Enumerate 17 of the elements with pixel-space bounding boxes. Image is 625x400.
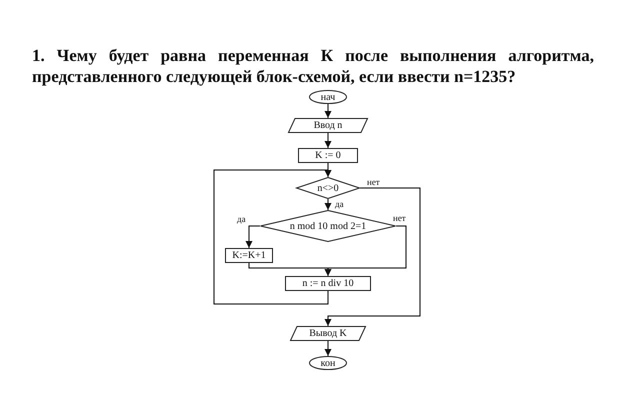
end-oval: кон: [309, 356, 347, 370]
decision-diamond: n<>0: [296, 177, 360, 199]
flow-arrow: [324, 340, 332, 356]
flow-arrow: [324, 198, 332, 210]
flow-arrow: [324, 188, 420, 326]
input-parallelogram: Ввод n: [288, 118, 368, 133]
output-parallelogram: Вывод K: [290, 326, 366, 341]
flow-arrow: [246, 226, 260, 248]
question-text: 1. Чему будет равна переменная К после выполнения алгоритма, представленного следующей блок-схемой, если ввести n=1235?: [32, 45, 594, 87]
start-oval: нач: [309, 90, 347, 104]
process-box: n := n div 10: [285, 276, 371, 291]
flow-arrow: [324, 104, 332, 118]
flow-arrow: [248, 262, 332, 276]
loop-arrow: [214, 170, 332, 304]
process-box: K:=K+1: [225, 248, 273, 263]
flow-arrow: [324, 132, 332, 148]
process-box: K := 0: [298, 148, 358, 163]
